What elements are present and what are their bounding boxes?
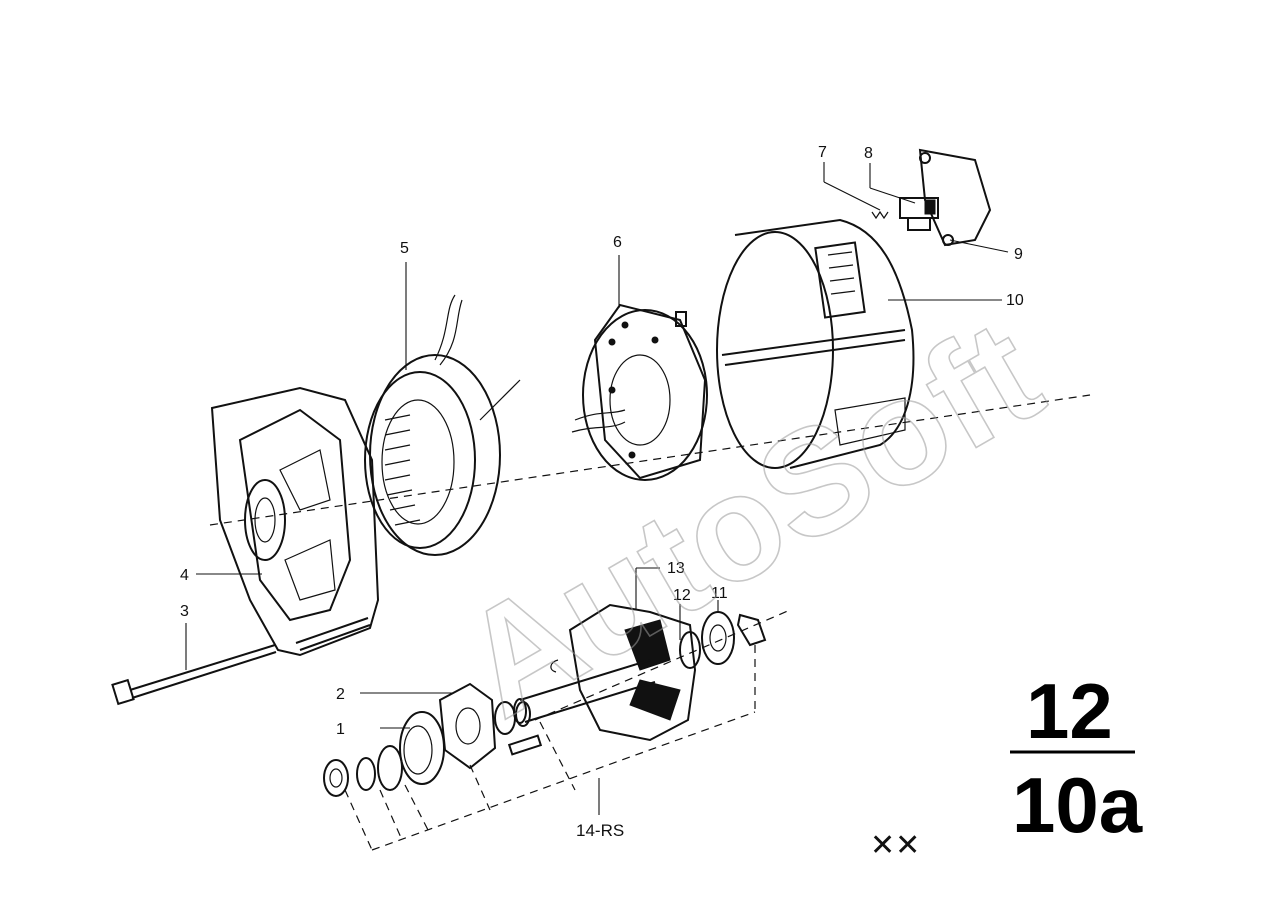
- group-label-14-rs: 14-RS: [576, 821, 624, 840]
- group-bracket-lines: [344, 645, 756, 851]
- callout-9: 9: [1014, 246, 1023, 263]
- drive-end-housing: [210, 386, 380, 657]
- rotor: [513, 603, 767, 742]
- callout-8: 8: [864, 145, 873, 162]
- callout-2: 2: [336, 686, 345, 703]
- callout-10: 10: [1006, 292, 1024, 309]
- callout-1: 1: [336, 721, 345, 738]
- brush-holder-assembly: [871, 148, 992, 247]
- rectifier-plate: [571, 303, 708, 481]
- callout-leaders: [185, 162, 1009, 815]
- callout-5: 5: [400, 240, 409, 257]
- through-bolt: [111, 644, 277, 706]
- callout-4: 4: [180, 567, 189, 584]
- stator: [364, 294, 521, 556]
- bearing-and-plate-stack: [323, 682, 543, 797]
- slip-ring-end-housing: [716, 218, 915, 469]
- callout-11: 11: [711, 585, 728, 602]
- callout-3: 3: [180, 603, 189, 620]
- page-ref-bottom: 10a: [1012, 761, 1143, 849]
- callout-labels: 1 2 3 4 5 6 7 8 9 10 11 12 13: [180, 144, 1024, 738]
- callout-13: 13: [667, 560, 685, 577]
- watermark: AutoSoft: [434, 287, 1066, 749]
- page-reference: 12 10a: [1010, 667, 1143, 849]
- callout-6: 6: [613, 234, 622, 251]
- stamp-marks: ✕✕: [870, 828, 920, 863]
- callout-7: 7: [818, 144, 827, 161]
- callout-12: 12: [673, 587, 691, 604]
- page-ref-top: 12: [1026, 667, 1113, 755]
